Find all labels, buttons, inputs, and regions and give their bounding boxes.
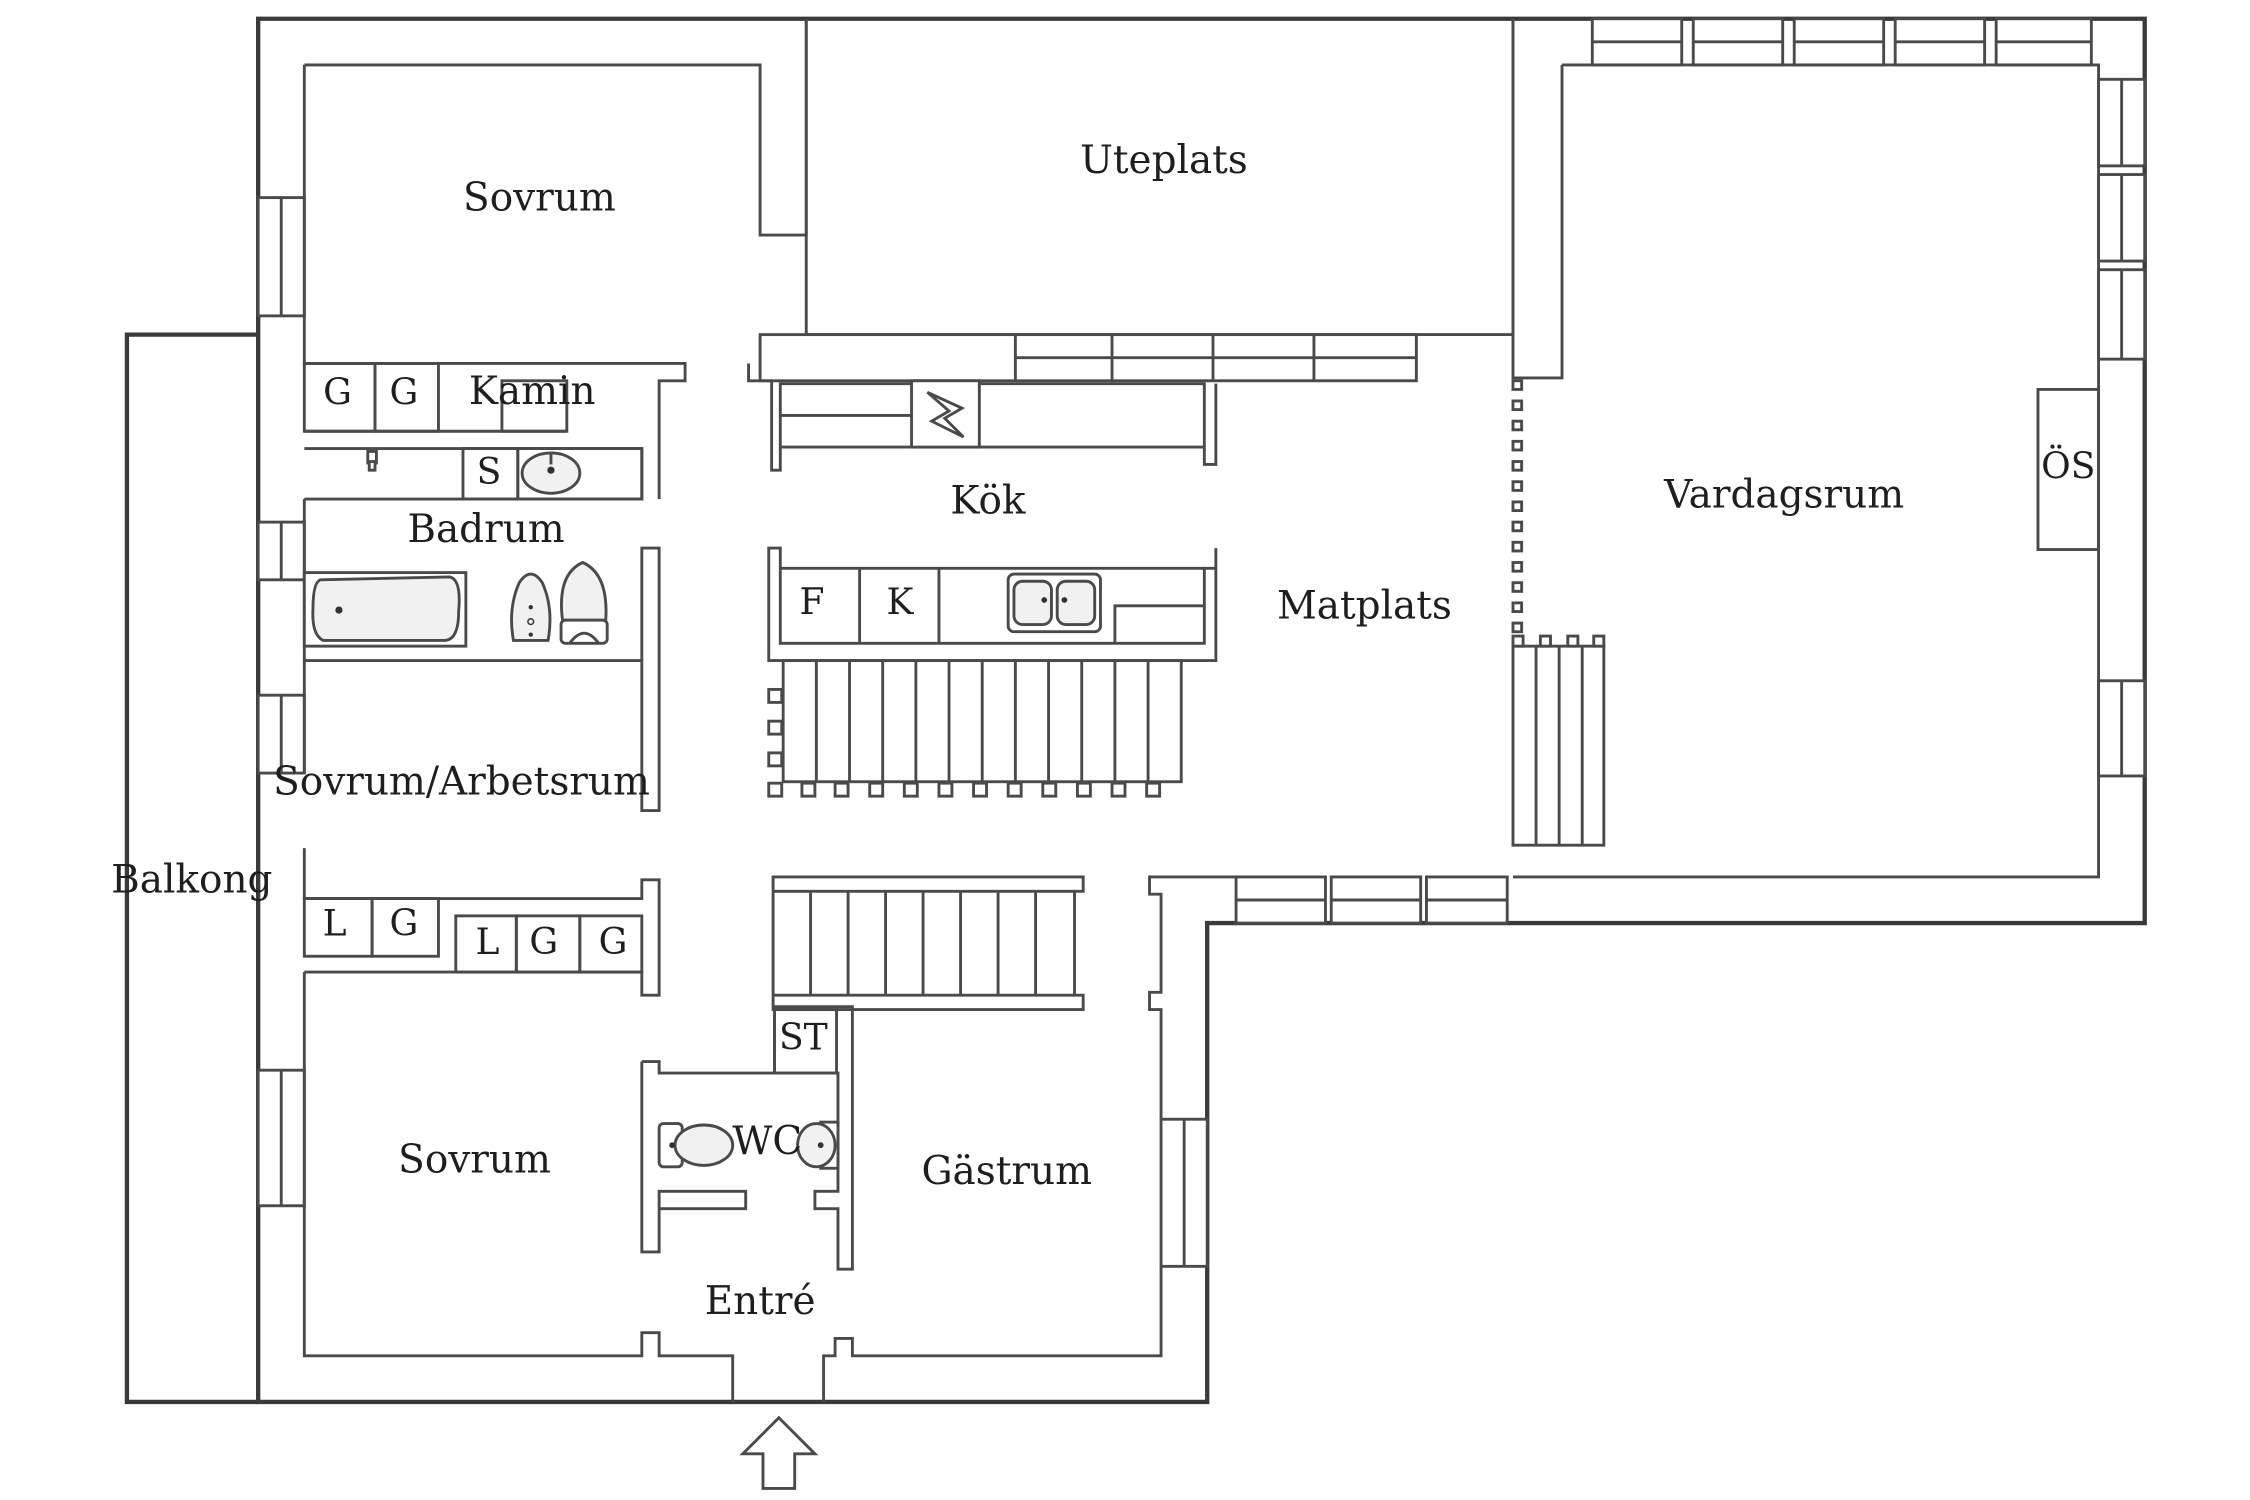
storage-cabinets — [302, 362, 2100, 1075]
fireplace-icon — [910, 379, 981, 449]
label-matplats: Matplats — [1277, 584, 1452, 629]
bathtub-icon — [302, 571, 468, 648]
label-badrum: Badrum — [407, 507, 564, 552]
entrance-arrow-icon — [739, 1415, 819, 1490]
label-balkong: Balkong — [111, 858, 272, 903]
windows — [256, 17, 2147, 1268]
wc-toilet-icon — [657, 1122, 735, 1169]
label-sovrum-top: Sovrum — [463, 175, 616, 220]
label-g2: G — [389, 372, 418, 414]
sink-icon — [520, 451, 582, 495]
label-uteplats: Uteplats — [1080, 138, 1248, 183]
storage-labels: G G S F K ÖS L G L G G ST — [323, 372, 2096, 1059]
staircase-upper — [767, 659, 1183, 798]
label-sovrum-arbetsrum: Sovrum/Arbetsrum — [273, 760, 650, 805]
label-g3: G — [389, 902, 418, 944]
staircase-living — [1511, 634, 1606, 847]
label-st: ST — [779, 1016, 828, 1058]
interior-walls — [302, 18, 1564, 1402]
kitchen-sink-icon — [1006, 572, 1102, 634]
label-wc: WC — [732, 1119, 802, 1164]
staircase-lower — [771, 875, 1085, 1012]
railing-posts — [1511, 379, 1524, 634]
room-labels: Sovrum Uteplats Kamin Kök Vardagsrum Bad… — [111, 138, 1904, 1324]
label-kok: Kök — [950, 478, 1025, 523]
label-l1: L — [323, 902, 347, 944]
label-l2: L — [476, 921, 500, 963]
label-vardagsrum: Vardagsrum — [1663, 473, 1904, 518]
wall-tap-icon — [366, 450, 378, 472]
toilet-icon — [559, 560, 609, 645]
label-g5: G — [599, 921, 628, 963]
label-sovrum-bottom: Sovrum — [398, 1138, 551, 1183]
label-entre: Entré — [705, 1279, 816, 1324]
label-os: ÖS — [2041, 445, 2095, 487]
label-g4: G — [529, 921, 558, 963]
label-kamin: Kamin — [469, 369, 596, 414]
label-gastrum: Gästrum — [921, 1149, 1092, 1194]
label-g1: G — [323, 372, 352, 414]
bidet-icon — [510, 572, 552, 642]
label-k: K — [887, 581, 915, 623]
wc-sink-icon — [796, 1120, 840, 1170]
label-f: F — [800, 581, 825, 623]
label-s: S — [477, 451, 502, 493]
